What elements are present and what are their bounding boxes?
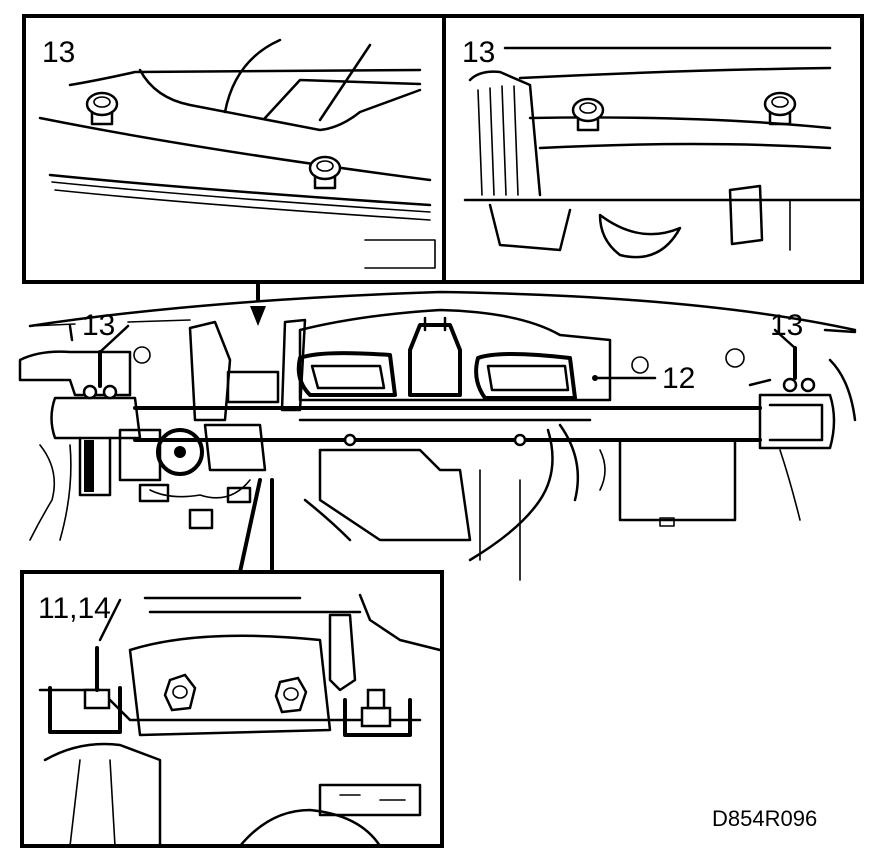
callout-11-14-detail-bottom: 11,14 bbox=[38, 592, 111, 625]
steering-column-mount bbox=[118, 318, 307, 530]
nut-detail-tr-1 bbox=[571, 97, 605, 132]
nut-detail-tl-2 bbox=[308, 155, 342, 190]
right-mounting-bracket bbox=[748, 346, 857, 521]
detail-top-left: 13 bbox=[22, 14, 446, 284]
nut-detail-tr-2 bbox=[763, 91, 797, 126]
center-support bbox=[296, 308, 745, 402]
nut-detail-bottom-2 bbox=[274, 676, 308, 714]
bolt-detail-bottom-1 bbox=[83, 646, 111, 710]
main-view: 13 13 12 bbox=[18, 290, 857, 581]
detail-pointer-bottom-1 bbox=[238, 478, 262, 574]
callout-12-main-center: 12 bbox=[662, 362, 695, 395]
detail-bottom: 11,14 bbox=[20, 478, 444, 848]
callout-13-detail-top-left: 13 bbox=[42, 36, 75, 69]
figure-id-label: D854R096 bbox=[712, 806, 817, 831]
center-console bbox=[303, 423, 737, 581]
callout-13-detail-top-right: 13 bbox=[462, 36, 495, 69]
callout-13-main-left: 13 bbox=[82, 309, 115, 342]
bolt-detail-bottom-2 bbox=[360, 688, 392, 728]
callout-13-main-right: 13 bbox=[770, 309, 803, 342]
nut-detail-tl-1 bbox=[85, 91, 119, 126]
nut-detail-bottom-1 bbox=[163, 673, 197, 712]
detail-top-right: 13 bbox=[442, 14, 864, 284]
left-mounting-bracket bbox=[50, 350, 142, 497]
